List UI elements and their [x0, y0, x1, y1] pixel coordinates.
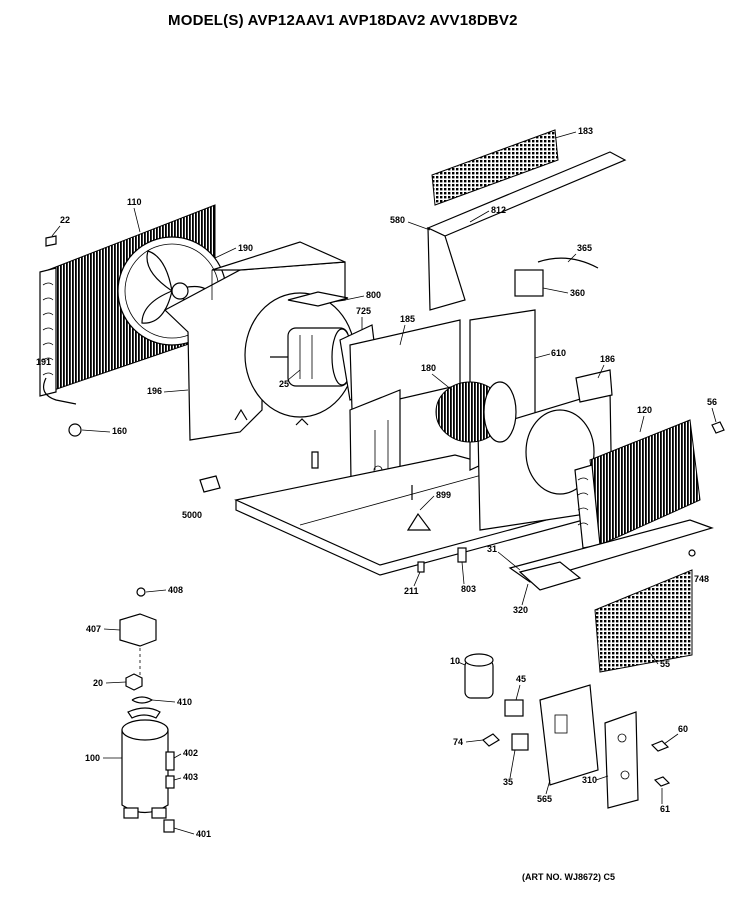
label-180: 180	[421, 363, 436, 373]
label-403: 403	[183, 772, 198, 782]
compressor-cover-407	[119, 613, 157, 647]
label-120: 120	[637, 405, 652, 415]
label-410: 410	[177, 697, 192, 707]
capacitor	[464, 653, 494, 699]
terminal-403	[165, 775, 175, 789]
label-160: 160	[112, 426, 127, 436]
label-31: 31	[487, 544, 497, 554]
label-565: 565	[537, 794, 552, 804]
label-22: 22	[60, 215, 70, 225]
label-800: 800	[366, 290, 381, 300]
label-191: 191	[36, 357, 51, 367]
evaporator-coil	[574, 419, 701, 549]
power-cord-365	[537, 257, 599, 269]
label-407: 407	[86, 624, 101, 634]
bracket-5000	[199, 475, 221, 493]
control-board	[539, 684, 599, 786]
label-5000: 5000	[182, 510, 202, 520]
blower-wheel	[435, 381, 517, 443]
nut-20	[125, 673, 143, 691]
clip-74	[482, 733, 500, 747]
label-748: 748	[694, 574, 709, 584]
board-relay	[554, 714, 568, 734]
relay-45	[504, 699, 524, 717]
screw-22	[45, 235, 57, 247]
knob-61	[653, 776, 671, 787]
label-55: 55	[660, 659, 670, 669]
label-56: 56	[707, 397, 717, 407]
label-60: 60	[678, 724, 688, 734]
front-grille	[594, 569, 693, 673]
label-196: 196	[147, 386, 162, 396]
label-185: 185	[400, 314, 415, 324]
plug-56	[711, 421, 725, 434]
label-190: 190	[238, 243, 253, 253]
label-186: 186	[600, 354, 615, 364]
label-110: 110	[127, 197, 142, 207]
art-number: (ART NO. WJ8672) C5	[522, 872, 616, 882]
label-100: 100	[85, 753, 100, 763]
label-401: 401	[196, 829, 211, 839]
mount-401	[163, 819, 175, 833]
label-365: 365	[577, 243, 592, 253]
clip-803	[457, 547, 467, 563]
label-10: 10	[450, 656, 460, 666]
clip-211	[417, 561, 425, 573]
label-610: 610	[551, 348, 566, 358]
screw-748	[688, 549, 696, 557]
terminal-402	[165, 751, 175, 771]
control-panel-360	[514, 269, 544, 297]
label-20: 20	[93, 678, 103, 688]
label-812: 812	[491, 205, 506, 215]
label-310: 310	[582, 775, 597, 785]
drain-tray-31	[518, 561, 582, 591]
cover-plate-310	[604, 711, 639, 809]
label-725: 725	[356, 306, 371, 316]
label-211: 211	[404, 586, 419, 596]
label-45: 45	[516, 674, 526, 684]
label-580: 580	[390, 215, 405, 225]
switch-35	[511, 733, 529, 751]
motor-mount-800	[287, 291, 349, 307]
compressor	[121, 707, 169, 819]
label-35: 35	[503, 777, 513, 787]
knob-60	[650, 740, 670, 752]
label-320: 320	[513, 605, 528, 615]
label-402: 402	[183, 748, 198, 758]
grommet-160	[68, 423, 82, 437]
part-labels: 22 110 190 191 196 160 800 725 25 5000 1…	[36, 126, 717, 839]
label-360: 360	[570, 288, 585, 298]
diagram-title: MODEL(S) AVP12AAV1 AVP18DAV2 AVV18DBV2	[168, 12, 518, 29]
label-899: 899	[436, 490, 451, 500]
grommet-408	[136, 587, 146, 597]
label-25: 25	[279, 379, 289, 389]
label-803: 803	[461, 584, 476, 594]
label-74: 74	[453, 737, 463, 747]
label-183: 183	[578, 126, 593, 136]
label-408: 408	[168, 585, 183, 595]
label-61: 61	[660, 804, 670, 814]
gasket-410	[131, 696, 154, 704]
top-cover	[426, 129, 627, 311]
